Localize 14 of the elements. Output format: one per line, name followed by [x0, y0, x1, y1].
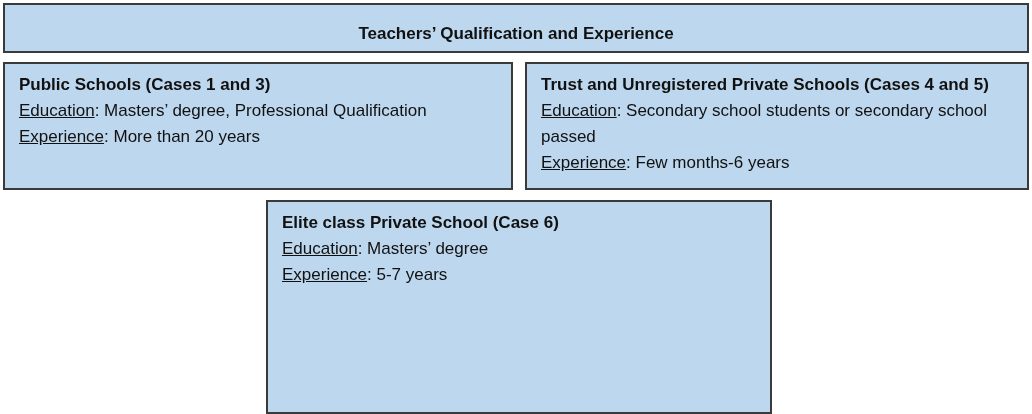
body-text: Experience: 5-7 years	[282, 264, 449, 286]
title-band	[3, 3, 1029, 53]
school-box	[3, 62, 513, 190]
school-box	[266, 200, 772, 414]
body-text: Education: Masters’ degree, Professional Qualification	[19, 100, 428, 122]
band-title: Teachers’ Qualification and Experience	[358, 23, 674, 45]
box-heading: Trust and Unregistered Private Schools (Cases 4 and 5)	[541, 74, 990, 96]
body-text: Experience: More than 20 years	[19, 126, 261, 148]
school-box	[525, 62, 1029, 190]
box-heading: Public Schools (Cases 1 and 3)	[19, 74, 272, 96]
body-text: Education: Masters’ degree	[282, 238, 490, 260]
body-text: Experience: Few months-6 years	[541, 152, 791, 174]
box-heading: Elite class Private School (Case 6)	[282, 212, 560, 234]
body-text: Education: Secondary school students or secondary school passed	[541, 100, 989, 148]
